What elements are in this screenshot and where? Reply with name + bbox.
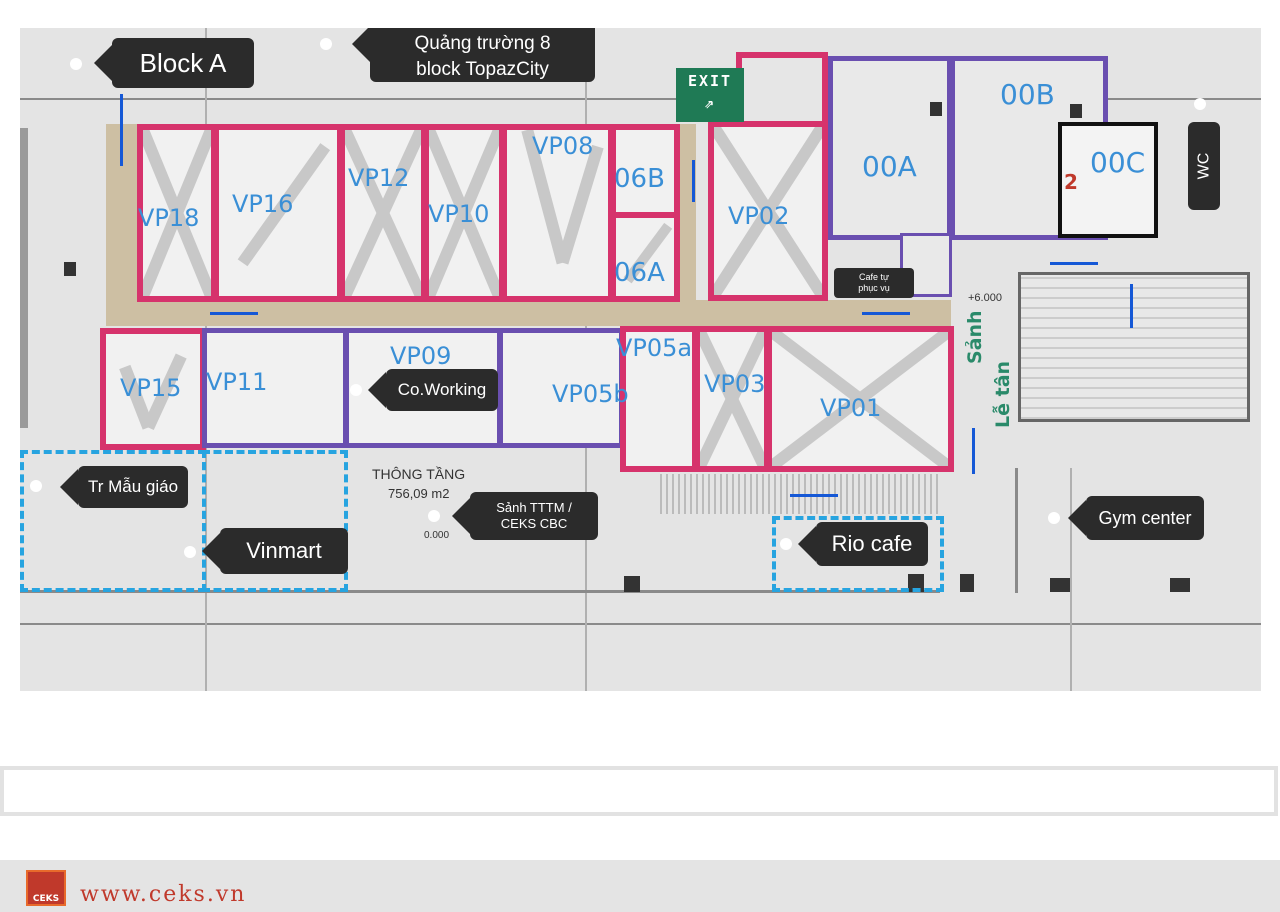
exit-label: EXIT (687, 72, 733, 90)
callout-block-a[interactable]: Block A (94, 38, 254, 88)
arrow-horizontal (1050, 262, 1098, 265)
room-label-00b: 00B (1000, 78, 1055, 111)
room-label-00c: 00C (1090, 146, 1146, 179)
marker-dot (350, 384, 362, 396)
room-label-vp03: VP03 (704, 370, 766, 398)
room-vp05b[interactable] (498, 328, 624, 448)
grid-line (20, 98, 1261, 100)
room-label-vp11: VP11 (206, 368, 268, 396)
callout-sanh-tttm[interactable]: Sảnh TTTM / CEKS CBC (452, 492, 598, 540)
room-label-vp09: VP09 (390, 342, 452, 370)
arrow-vertical (972, 428, 975, 474)
marker-dot (1194, 98, 1206, 110)
room-label-vp02: VP02 (728, 202, 790, 230)
callout-vinmart[interactable]: Vinmart (202, 528, 348, 574)
level-zero-label: 0.000 (424, 530, 450, 541)
marker-dot (780, 538, 792, 550)
callout-rio-cafe[interactable]: Rio cafe (798, 522, 928, 566)
wall (20, 590, 940, 593)
grid-line (20, 623, 1261, 625)
zone-rio-cafe (772, 516, 944, 592)
arrow-horizontal (210, 312, 258, 315)
room-label-vp01: VP01 (820, 394, 882, 422)
pillar (1070, 104, 1082, 118)
room-vp15[interactable] (100, 328, 206, 450)
footer: CEKS www.ceks.vn (0, 860, 1280, 912)
pillar (1170, 578, 1190, 592)
room-00a[interactable] (828, 56, 952, 240)
pillar (908, 574, 924, 592)
pillar (624, 576, 640, 592)
room-number: 2 (1064, 170, 1078, 194)
room-label-06a: 06A (614, 258, 665, 288)
room-vp18[interactable] (137, 124, 217, 302)
marker-dot (184, 546, 196, 558)
logo-text: CEKS (32, 894, 60, 904)
wall (20, 128, 28, 428)
arrow-vertical (120, 94, 123, 166)
arrow-horizontal (862, 312, 910, 315)
grid-line (1070, 468, 1072, 691)
room-vp12[interactable] (339, 124, 427, 302)
room-label-vp15: VP15 (120, 374, 182, 402)
arrow-vertical (692, 160, 695, 202)
sanh-label: Sảnh (964, 310, 986, 364)
callout-coworking[interactable]: Co.Working (368, 369, 498, 411)
callout-cafe[interactable]: Cafe tự phục vụ (834, 268, 914, 298)
empty-bar (0, 766, 1278, 816)
arrow-horizontal (790, 494, 838, 497)
marker-dot (320, 38, 332, 50)
pillar (960, 574, 974, 592)
thong-tang-label: THÔNG TẦNG (372, 466, 466, 482)
callout-mau-giao[interactable]: Tr Mẫu giáo (60, 466, 188, 508)
room-label-vp16: VP16 (232, 190, 294, 218)
callout-gym-center[interactable]: Gym center (1068, 496, 1204, 540)
marker-dot (30, 480, 42, 492)
room-label-vp10: VP10 (428, 200, 490, 228)
marker-dot (1048, 512, 1060, 524)
room-06a[interactable] (610, 212, 680, 302)
room-vp02[interactable] (708, 121, 828, 301)
stair-core (1018, 272, 1250, 422)
stair-room (736, 52, 828, 127)
wc-label: WC (1195, 152, 1212, 180)
area-label: 756,09 m2 (388, 486, 450, 501)
room-vp03[interactable] (694, 326, 770, 472)
level-label: +6.000 (968, 292, 1002, 304)
room-label-vp05b: VP05b (552, 380, 629, 408)
marker-dot (428, 510, 440, 522)
logo-icon: CEKS (26, 870, 66, 906)
floor-plan: EXIT⇗ VP18 VP16 VP12 VP10 VP08 06B 06A V… (20, 28, 1261, 691)
room-label-vp05a: VP05a (616, 334, 693, 362)
footer-url[interactable]: www.ceks.vn (80, 882, 247, 907)
room-label-06b: 06B (614, 164, 665, 194)
room-label-vp18: VP18 (138, 204, 200, 232)
room-label-00a: 00A (862, 150, 917, 183)
callout-wc[interactable]: WC (1188, 122, 1220, 210)
zone-vinmart (202, 450, 348, 592)
pillar (64, 262, 76, 276)
callout-quang-truong[interactable]: Quảng trường 8 block TopazCity (352, 28, 595, 82)
room-label-vp12: VP12 (348, 164, 410, 192)
room-vp08[interactable] (501, 124, 614, 302)
room-vp01[interactable] (766, 326, 954, 472)
wall (1015, 468, 1018, 593)
exit-sign: EXIT⇗ (676, 68, 744, 122)
arrow-vertical (1130, 284, 1133, 328)
le-tan-label: Lễ tân (992, 360, 1014, 428)
room-vp10[interactable] (423, 124, 505, 302)
marker-dot (70, 58, 82, 70)
pillar (1050, 578, 1070, 592)
room-00c[interactable] (1058, 122, 1158, 238)
room-label-vp08: VP08 (532, 132, 594, 160)
pillar (930, 102, 942, 116)
room-vp16[interactable] (213, 124, 343, 302)
